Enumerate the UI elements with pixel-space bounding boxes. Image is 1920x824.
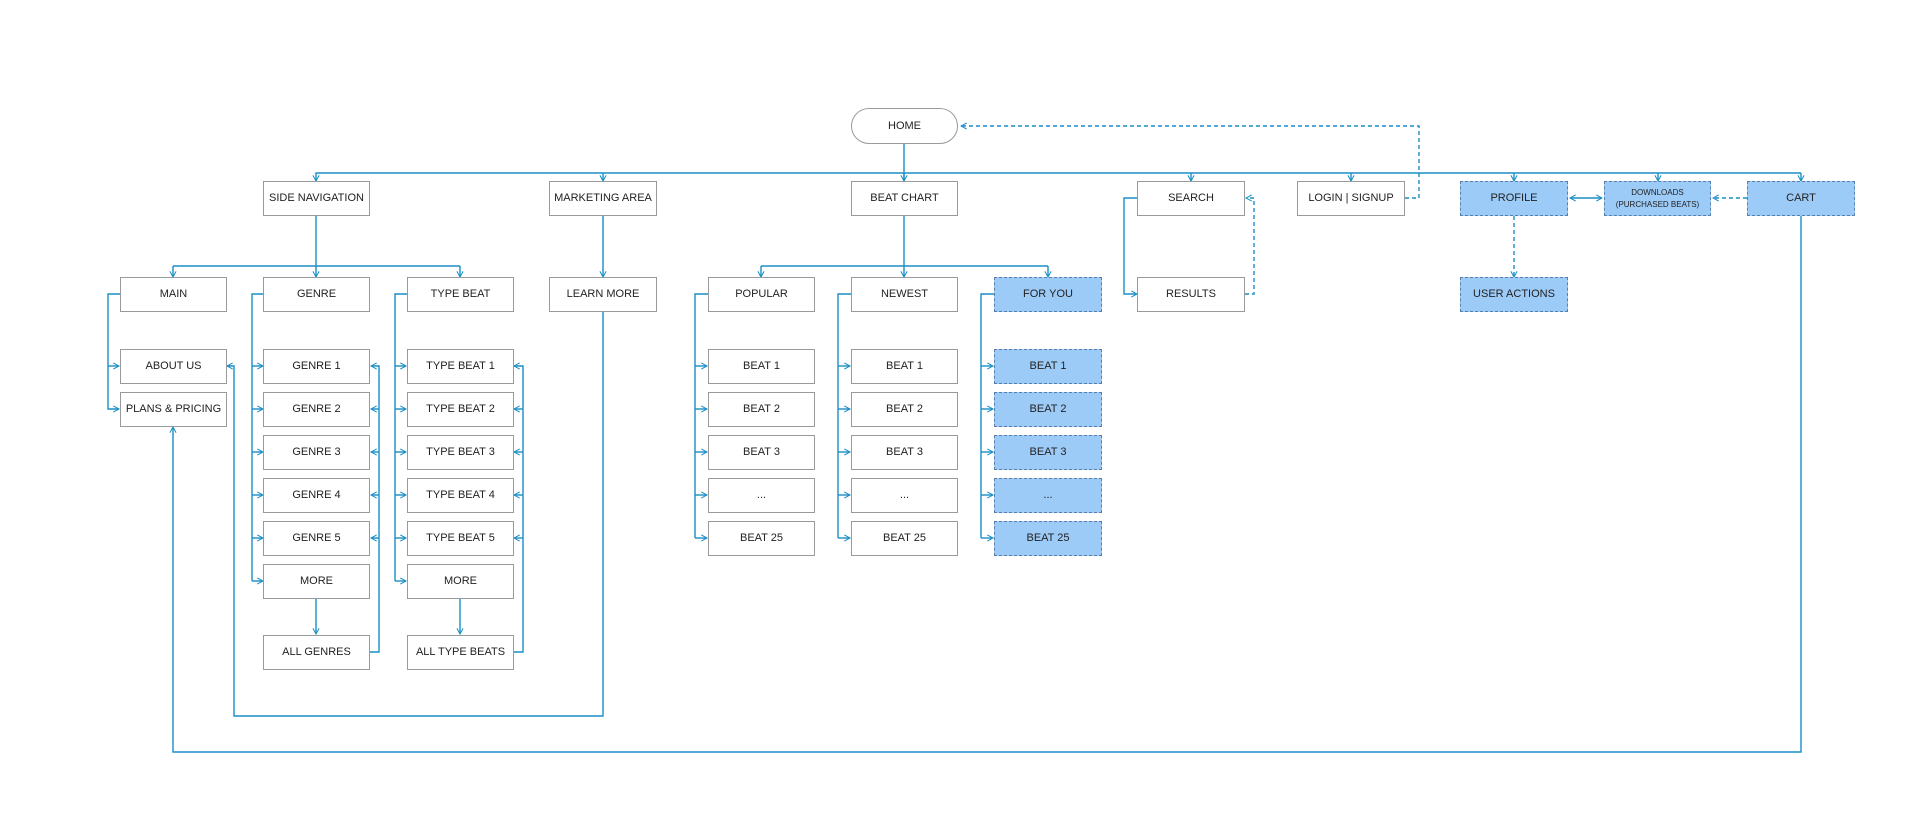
genre-item: GENRE 2 [263, 392, 370, 427]
newest-beat-item: ... [851, 478, 958, 513]
home-node: HOME [851, 108, 958, 144]
popular-beat-item: BEAT 3 [708, 435, 815, 470]
for-you-beat-item: ... [994, 478, 1102, 513]
type-beat-item: TYPE BEAT 1 [407, 349, 514, 384]
downloads-sublabel: (PURCHASED BEATS) [1615, 199, 1700, 209]
side-navigation-node: SIDE NAVIGATION [263, 181, 370, 216]
for-you-beat-item: BEAT 25 [994, 521, 1102, 556]
profile-node: PROFILE [1460, 181, 1568, 216]
for-you-beat-item: BEAT 3 [994, 435, 1102, 470]
popular-beat-item: BEAT 25 [708, 521, 815, 556]
top-level-bus-line [316, 172, 1801, 181]
popular-beat-item: ... [708, 478, 815, 513]
type-beat-item: TYPE BEAT 5 [407, 521, 514, 556]
for-you-beat-item: BEAT 1 [994, 349, 1102, 384]
downloads-node: DOWNLOADS (PURCHASED BEATS) [1604, 181, 1711, 216]
genre-item: GENRE 3 [263, 435, 370, 470]
popular-beat-item: BEAT 1 [708, 349, 815, 384]
genre-item: GENRE 1 [263, 349, 370, 384]
newest-beat-item: BEAT 25 [851, 521, 958, 556]
main-node: MAIN [120, 277, 227, 312]
cart-node: CART [1747, 181, 1855, 216]
genre-node: GENRE [263, 277, 370, 312]
newest-beat-item: BEAT 1 [851, 349, 958, 384]
downloads-label: DOWNLOADS [1631, 187, 1684, 197]
type-beat-item: TYPE BEAT 2 [407, 392, 514, 427]
results-node: RESULTS [1137, 277, 1245, 312]
type-beat-item: TYPE BEAT 3 [407, 435, 514, 470]
genre-item: GENRE 5 [263, 521, 370, 556]
type-beat-node: TYPE BEAT [407, 277, 514, 312]
user-actions-node: USER ACTIONS [1460, 277, 1568, 312]
for-you-node: FOR YOU [994, 277, 1102, 312]
all-type-beats-node: ALL TYPE BEATS [407, 635, 514, 670]
popular-beat-item: BEAT 2 [708, 392, 815, 427]
popular-node: POPULAR [708, 277, 815, 312]
beat-chart-node: BEAT CHART [851, 181, 958, 216]
all-genres-node: ALL GENRES [263, 635, 370, 670]
newest-node: NEWEST [851, 277, 958, 312]
login-signup-node: LOGIN | SIGNUP [1297, 181, 1405, 216]
genre-item: GENRE 4 [263, 478, 370, 513]
learn-more-node: LEARN MORE [549, 277, 657, 312]
plans-pricing-node: PLANS & PRICING [120, 392, 227, 427]
newest-beat-item: BEAT 2 [851, 392, 958, 427]
newest-beat-item: BEAT 3 [851, 435, 958, 470]
about-us-node: ABOUT US [120, 349, 227, 384]
genre-more-node: MORE [263, 564, 370, 599]
type-beat-more-node: MORE [407, 564, 514, 599]
search-node: SEARCH [1137, 181, 1245, 216]
type-beat-item: TYPE BEAT 4 [407, 478, 514, 513]
for-you-beat-item: BEAT 2 [994, 392, 1102, 427]
marketing-area-node: MARKETING AREA [549, 181, 657, 216]
